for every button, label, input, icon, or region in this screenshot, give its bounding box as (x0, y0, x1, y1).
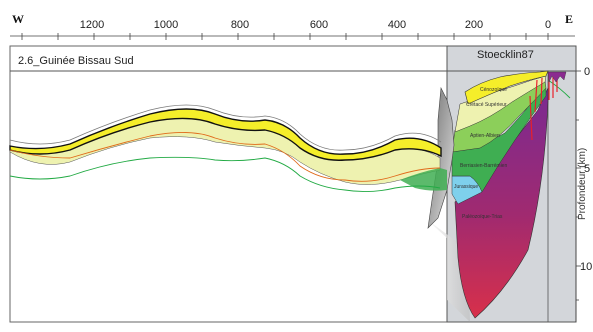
cenozoique-main-layer (9, 108, 442, 161)
y-axis-label: Profondeur (km) (577, 148, 588, 220)
layer-label-paleozoique-trias: Paléozoïque-Trias (462, 214, 503, 220)
x-tick-label: 600 (310, 19, 328, 31)
seafloor-line (9, 104, 442, 151)
y-tick-label: 5 (584, 163, 590, 175)
cenozoique-inset-layer (464, 70, 549, 105)
fault-lines (529, 76, 558, 141)
layer-label-jurassique: Jurassique (454, 184, 478, 190)
berriasien-barremien-layer (451, 87, 547, 193)
orange-horizon-line (9, 131, 441, 182)
west-label: W (12, 12, 24, 26)
green-basement-line (9, 79, 571, 193)
aptien-main-layer (400, 168, 447, 191)
x-tick-label: 200 (465, 19, 483, 31)
fault-blocks (547, 71, 567, 83)
x-tick-label: 800 (231, 19, 249, 31)
x-axis (10, 33, 575, 40)
section-title: 2.6_Guinée Bissau Sud (18, 55, 134, 67)
east-label: E (565, 12, 573, 26)
x-tick-label: 400 (388, 19, 406, 31)
x-tick-label: 1200 (80, 19, 104, 31)
x-tick-label: 1000 (154, 19, 178, 31)
y-tick-label: 10 (580, 261, 592, 273)
layer-label-aptien-albien: Aptien-Albien (470, 133, 500, 139)
y-axis (575, 70, 581, 322)
x-tick-label: 0 (545, 19, 551, 31)
layer-label-cretace-superieur: Crétacé Supérieur (466, 102, 507, 108)
layer-label-cenozoique: Cénozoïque (480, 87, 507, 93)
layer-label-berriasien-barremien: Berriasien-Barrémien (460, 163, 507, 169)
reference-title: Stoecklin87 (477, 49, 534, 61)
y-tick-label: 0 (584, 66, 590, 78)
